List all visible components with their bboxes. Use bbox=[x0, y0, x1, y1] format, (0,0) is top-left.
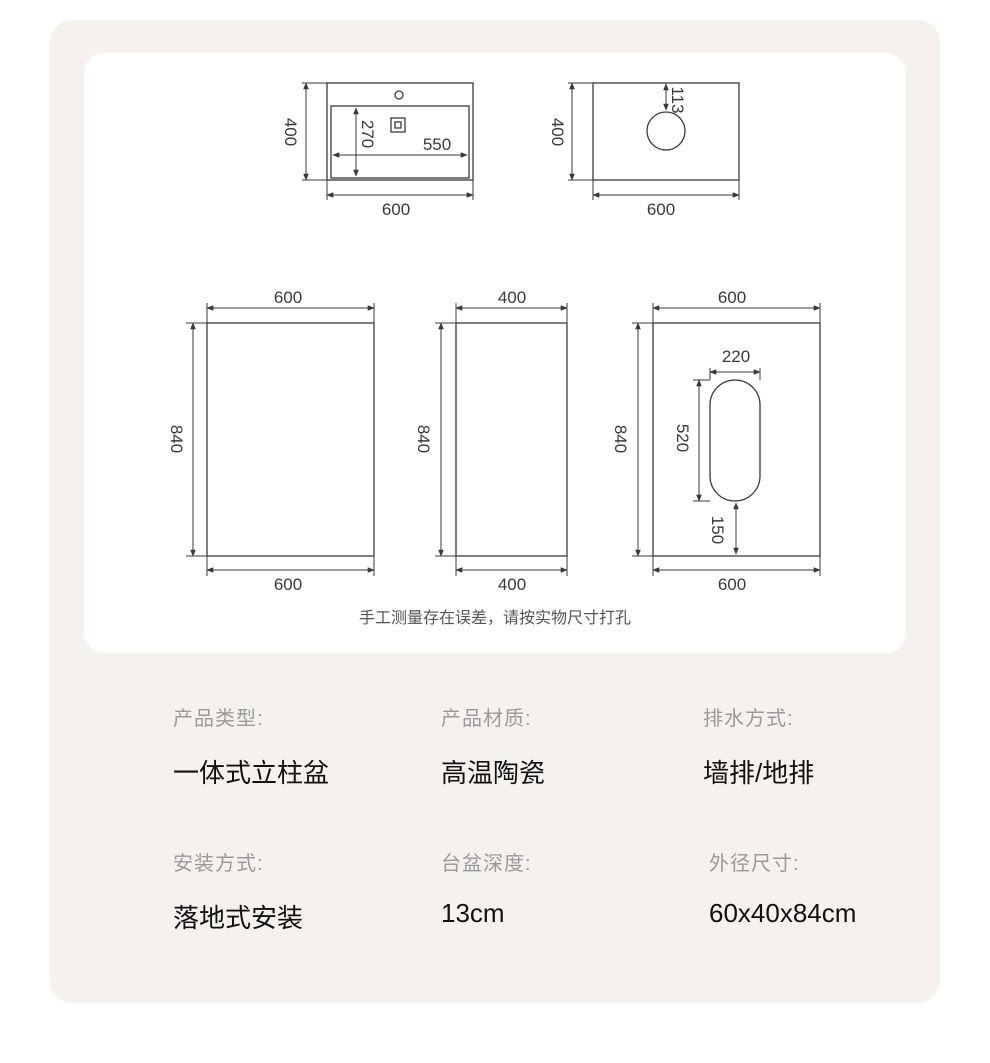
dim-bottom-offset: 150 bbox=[708, 516, 727, 544]
dim-bottom-width: 600 bbox=[718, 575, 746, 594]
panel-outline bbox=[592, 82, 740, 181]
spec-value: 高温陶瓷 bbox=[441, 758, 546, 788]
dim-width: 600 bbox=[647, 200, 675, 219]
spec-label: 排水方式: bbox=[703, 708, 794, 730]
back-panel-view: 400 113 600 bbox=[548, 82, 740, 219]
dim-height: 400 bbox=[281, 118, 300, 146]
spec-dimensions: 外径尺寸: 60x40x84cm bbox=[709, 847, 856, 929]
back-opening bbox=[709, 379, 761, 502]
spec-label: 产品类型: bbox=[173, 708, 264, 730]
back-outline bbox=[652, 322, 821, 557]
spec-value: 一体式立柱盆 bbox=[173, 758, 330, 788]
spec-value: 墙排/地排 bbox=[703, 758, 815, 788]
diagram-panel bbox=[84, 53, 906, 653]
dim-height: 400 bbox=[548, 118, 567, 146]
drain-square-inner bbox=[394, 121, 402, 129]
spec-value: 落地式安装 bbox=[173, 903, 304, 933]
basin-outline bbox=[326, 82, 474, 181]
dim-top-width: 600 bbox=[718, 288, 746, 307]
back-elevation: 600 220 520 150 840 600 bbox=[611, 288, 821, 594]
spec-depth: 台盆深度: 13cm bbox=[441, 847, 532, 929]
front-elevation: 600 840 600 bbox=[167, 288, 375, 594]
spec-value: 13cm bbox=[441, 898, 505, 928]
dim-opening-height: 520 bbox=[673, 424, 692, 452]
basin-top-view: 400 270 550 600 bbox=[281, 82, 474, 219]
dim-height: 840 bbox=[414, 425, 433, 453]
spec-drainage: 排水方式: 墙排/地排 bbox=[703, 702, 814, 790]
faucet-hole-icon bbox=[394, 90, 404, 100]
dim-height: 840 bbox=[611, 425, 630, 453]
front-outline bbox=[206, 322, 375, 557]
spec-label: 产品材质: bbox=[441, 708, 532, 730]
spec-product-type: 产品类型: 一体式立柱盆 bbox=[173, 702, 329, 790]
spec-value: 60x40x84cm bbox=[709, 898, 857, 928]
spec-label: 台盆深度: bbox=[441, 853, 532, 875]
spec-label: 安装方式: bbox=[173, 853, 264, 875]
basin-inner-bowl bbox=[330, 105, 470, 179]
dim-bottom-width: 600 bbox=[274, 575, 302, 594]
spec-label: 外径尺寸: bbox=[709, 853, 800, 875]
pipe-hole-icon bbox=[646, 111, 686, 151]
dim-hole-offset: 113 bbox=[668, 86, 687, 113]
spec-material: 产品材质: 高温陶瓷 bbox=[441, 702, 545, 790]
side-outline bbox=[455, 322, 568, 557]
side-elevation: 400 840 400 bbox=[414, 288, 568, 594]
spec-installation: 安装方式: 落地式安装 bbox=[173, 847, 303, 935]
dim-opening-width: 220 bbox=[722, 347, 750, 366]
dim-top-width: 600 bbox=[274, 288, 302, 307]
dim-width: 600 bbox=[382, 200, 410, 219]
dim-bottom-width: 400 bbox=[498, 575, 526, 594]
dim-inner-width: 550 bbox=[423, 135, 451, 154]
dim-top-width: 400 bbox=[498, 288, 526, 307]
drain-square-outer bbox=[390, 117, 406, 133]
dim-height: 840 bbox=[167, 425, 186, 453]
measurement-note: 手工测量存在误差，请按实物尺寸打孔 bbox=[358, 610, 631, 627]
dim-inner-depth: 270 bbox=[358, 120, 377, 148]
